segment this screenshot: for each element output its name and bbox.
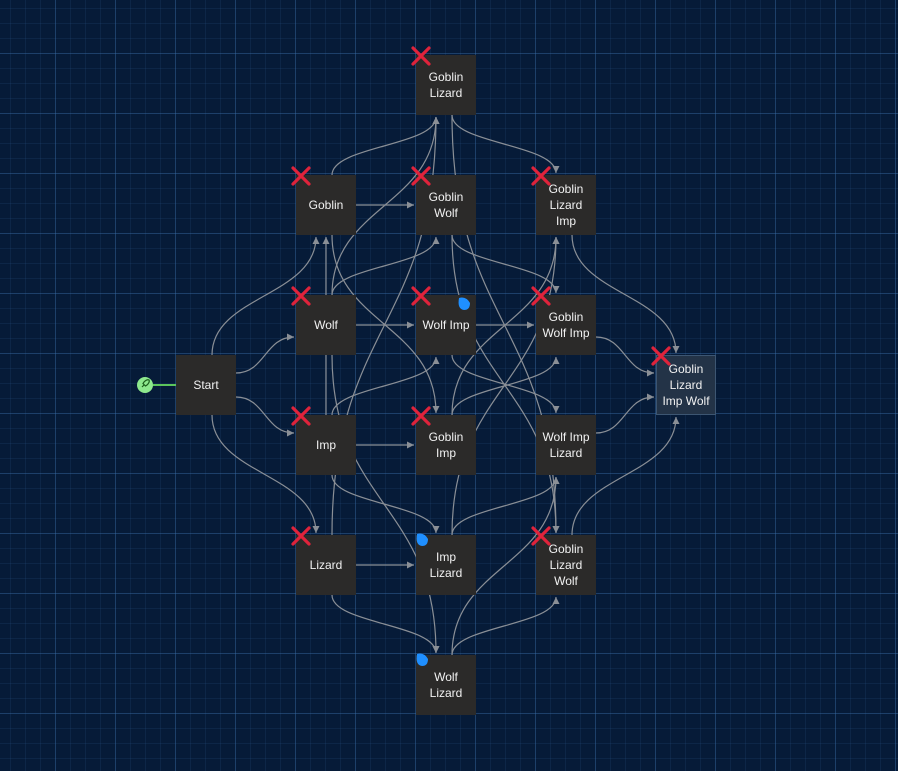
node-label: Goblin Imp: [428, 430, 464, 460]
edge-imp_lizard-to-goblin_lizard_imp: [451, 236, 560, 536]
node-label: Imp: [315, 438, 336, 452]
edge-wolf_imp-to-wolf_imp_lizard: [451, 354, 560, 414]
node-goblin-lizard-wolf[interactable]: Goblin Lizard Wolf: [536, 535, 596, 595]
edge-imp_lizard-to-wolf_imp_lizard: [451, 476, 560, 536]
node-wolf-lizard[interactable]: Wolf Lizard: [416, 655, 476, 715]
node-goblin-lizard-imp[interactable]: Goblin Lizard Imp: [536, 175, 596, 235]
edge-start-to-lizard: [211, 414, 320, 534]
node-imp[interactable]: Imp: [296, 415, 356, 475]
edge-imp-to-wolf_imp: [331, 356, 440, 416]
edge-start-to-imp: [235, 396, 295, 437]
node-label: Goblin Lizard Wolf: [548, 542, 584, 588]
node-label: Imp Lizard: [429, 550, 463, 580]
node-label: Goblin: [308, 198, 344, 212]
node-label: Wolf Imp Lizard: [542, 430, 590, 460]
node-label: Lizard: [309, 558, 343, 572]
edge-start-to-goblin: [211, 236, 320, 356]
edge-start-to-wolf: [235, 333, 295, 374]
edge-wolf_lizard-to-wolf_imp_lizard: [451, 476, 560, 656]
edge-lizard-to-wolf_lizard: [331, 594, 440, 654]
node-label: Goblin Wolf: [428, 190, 464, 220]
node-goblin-lizard-imp-wolf[interactable]: Goblin Lizard Imp Wolf: [656, 355, 716, 415]
node-lizard[interactable]: Lizard: [296, 535, 356, 595]
node-label: Wolf Imp: [422, 318, 470, 332]
edge-wolf_imp_lizard-to-goblin_lizard_imp_wolf: [595, 393, 655, 434]
node-label: Start: [193, 378, 219, 392]
edge-wolf_lizard-to-goblin_lizard_wolf: [451, 596, 560, 656]
node-label: Wolf: [314, 318, 338, 332]
edge-goblin_lizard-to-goblin_lizard_imp: [451, 114, 560, 174]
node-wolf[interactable]: Wolf: [296, 295, 356, 355]
edge-wolf-to-goblin_lizard: [331, 116, 440, 296]
node-goblin-imp[interactable]: Goblin Imp: [416, 415, 476, 475]
edge-goblin_wolf_imp-to-goblin_lizard_imp_wolf: [595, 336, 655, 377]
node-label: Goblin Lizard Imp: [548, 182, 584, 228]
node-start[interactable]: Start: [176, 355, 236, 415]
edge-imp-to-imp_lizard: [331, 474, 440, 534]
edge-goblin-to-goblin_lizard: [331, 116, 440, 176]
node-label: Goblin Wolf Imp: [542, 310, 590, 340]
node-label: Goblin Lizard Imp Wolf: [662, 362, 710, 408]
start-port[interactable]: [137, 377, 153, 393]
node-goblin[interactable]: Goblin: [296, 175, 356, 235]
edge-wolf-to-goblin_wolf: [331, 236, 440, 296]
edge-goblin_lizard_wolf-to-goblin_lizard_imp_wolf: [571, 416, 680, 536]
node-goblin-wolf[interactable]: Goblin Wolf: [416, 175, 476, 235]
node-imp-lizard[interactable]: Imp Lizard: [416, 535, 476, 595]
edge-goblin_imp-to-goblin_lizard_imp: [451, 236, 560, 416]
start-connector: [153, 384, 176, 386]
node-wolf-imp[interactable]: Wolf Imp: [416, 295, 476, 355]
rocket-icon: [140, 376, 150, 394]
edge-goblin_wolf-to-goblin_wolf_imp: [451, 234, 560, 294]
edge-goblin_lizard_imp-to-goblin_lizard_imp_wolf: [571, 234, 680, 354]
node-wolf-imp-lizard[interactable]: Wolf Imp Lizard: [536, 415, 596, 475]
node-label: Goblin Lizard: [428, 70, 464, 100]
node-goblin-wolf-imp[interactable]: Goblin Wolf Imp: [536, 295, 596, 355]
node-label: Wolf Lizard: [429, 670, 463, 700]
node-goblin-lizard[interactable]: Goblin Lizard: [416, 55, 476, 115]
